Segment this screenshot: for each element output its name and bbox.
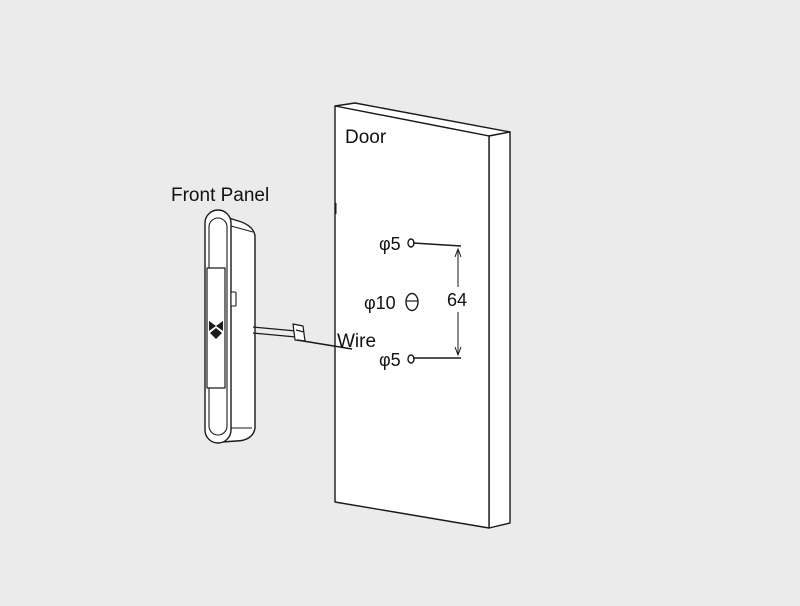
card-reader-icon xyxy=(209,321,223,339)
wire-cable-lower xyxy=(252,332,297,338)
wire-label: Wire xyxy=(337,331,376,352)
hole-middle-label: φ10 xyxy=(364,293,396,313)
front-panel-label: Front Panel xyxy=(171,185,269,206)
door xyxy=(334,102,511,529)
hole-bottom xyxy=(407,354,415,364)
door-label: Door xyxy=(345,127,387,148)
wire-cable-upper xyxy=(252,326,297,332)
dim-arrow-bottom xyxy=(454,346,462,357)
hole-top-label: φ5 xyxy=(379,234,401,254)
dim-arrow-top xyxy=(454,247,462,258)
wire xyxy=(252,323,353,350)
dimension-lines xyxy=(412,242,462,359)
front-panel-side-button xyxy=(230,291,237,307)
mounting-holes xyxy=(405,238,419,364)
wire-leader xyxy=(296,339,353,350)
wire-connector xyxy=(292,323,306,342)
door-side-edge xyxy=(488,131,511,529)
front-panel-seam-top xyxy=(230,225,254,233)
hole-bottom-label: φ5 xyxy=(379,350,401,370)
spacing-dimension-label: 64 xyxy=(447,290,467,310)
ext-line-top xyxy=(412,242,462,247)
hole-middle xyxy=(405,292,419,312)
wire-connector-ridge xyxy=(295,329,305,333)
door-front-face xyxy=(334,105,490,529)
